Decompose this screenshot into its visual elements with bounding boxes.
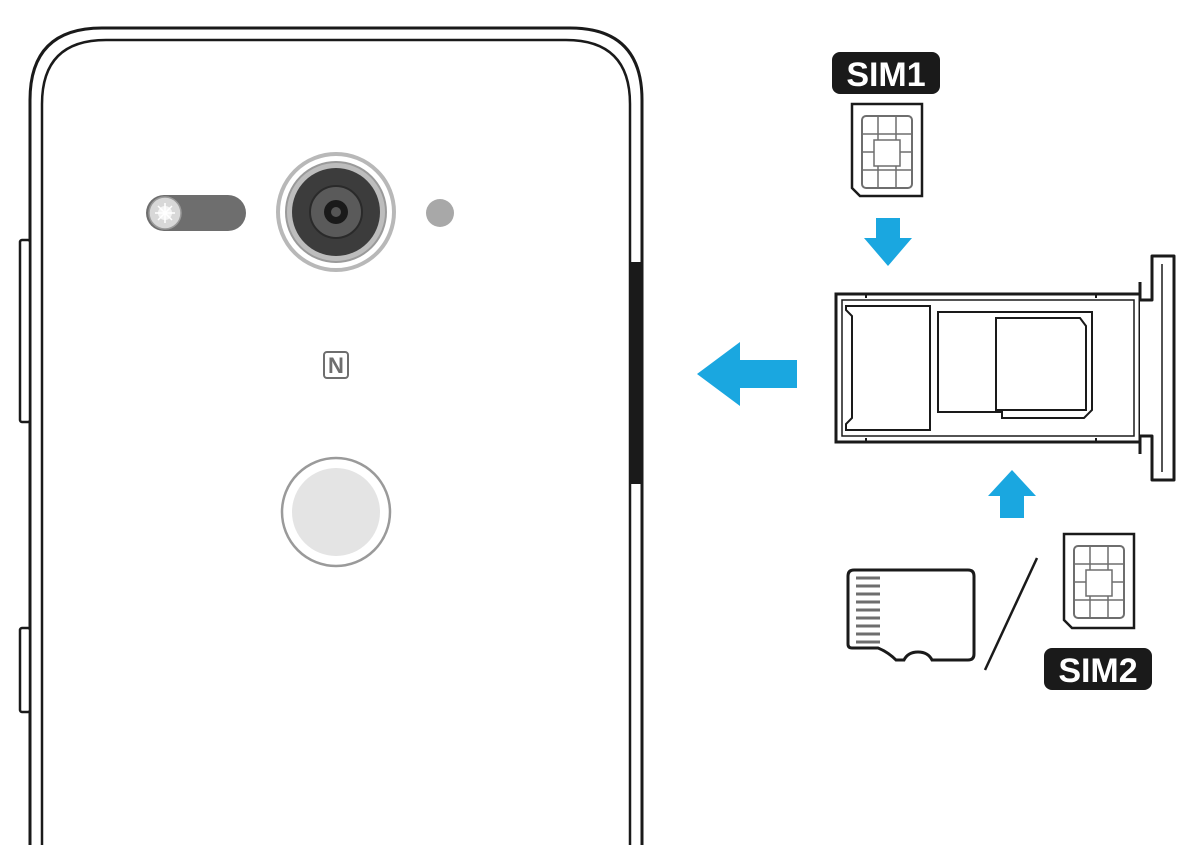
sim2-label-text: SIM2 [1058, 652, 1137, 690]
volume-button [18, 238, 32, 424]
phone-back: N [18, 26, 644, 845]
fingerprint-sensor-icon [280, 456, 392, 568]
nfc-mark-text: N [328, 353, 344, 378]
or-separator [983, 557, 1039, 671]
nano-sim-card-2 [1062, 532, 1136, 630]
phone-outer-outline [28, 26, 644, 845]
microsd-card-icon [846, 568, 976, 662]
sim1-label: SIM1 [832, 52, 940, 94]
sim-tray-slot [630, 262, 642, 484]
sim2-label: SIM2 [1044, 648, 1152, 690]
arrow-left-icon [697, 342, 797, 406]
sensor-dot [426, 199, 454, 227]
arrow-down-icon [864, 218, 912, 266]
nfc-icon: N [323, 351, 349, 379]
arrow-up-icon [988, 470, 1036, 518]
sim1-label-text: SIM1 [846, 56, 925, 94]
nano-sim-card-1 [850, 102, 924, 198]
side-button [18, 626, 32, 714]
sim-tray [834, 254, 1176, 482]
flash-icon [146, 195, 246, 231]
camera-lens-icon [276, 152, 396, 272]
phone-inner-outline [40, 38, 632, 845]
sim1-slot [845, 305, 931, 431]
